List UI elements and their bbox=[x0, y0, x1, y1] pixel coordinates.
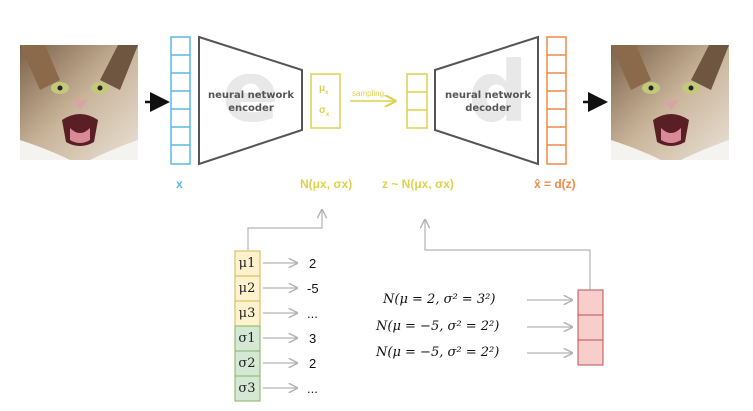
param-value-sigma1: 3 bbox=[309, 331, 317, 346]
param-value-sigma3: ... bbox=[307, 381, 318, 396]
param-value-mu1: 2 bbox=[309, 256, 317, 271]
param-symbol-mu1: μ1 bbox=[238, 256, 256, 271]
encoder-watermark-letter: e bbox=[222, 43, 279, 141]
encoder-trapezoid bbox=[198, 35, 303, 166]
param-value-mu3: ... bbox=[307, 306, 318, 321]
params-value-arrows bbox=[263, 263, 297, 388]
sigma-symbol: σx bbox=[319, 105, 330, 118]
output-cat-image bbox=[611, 45, 729, 160]
input-vector bbox=[170, 36, 191, 165]
params-connector bbox=[247, 210, 322, 250]
distribution-formula-3: N(μ = −5, σ² = 2²) bbox=[376, 345, 500, 360]
decoder-label: neural network decoder bbox=[443, 89, 533, 115]
param-value-mu2: -5 bbox=[307, 281, 319, 296]
distribution-formula-2: N(μ = −5, σ² = 2²) bbox=[376, 319, 500, 334]
z-sample-vector bbox=[577, 289, 604, 366]
distribution-label: N(μx, σx) bbox=[300, 177, 353, 191]
encoder-label-line2: encoder bbox=[228, 103, 274, 114]
distribution-formula-1: N(μ = 2, σ² = 3²) bbox=[383, 292, 496, 307]
param-symbol-mu2: μ2 bbox=[238, 281, 256, 296]
output-label: x̂ = d(z) bbox=[534, 177, 576, 191]
latent-z-vector bbox=[406, 73, 428, 129]
decoder-watermark-letter: d bbox=[468, 43, 529, 141]
param-symbol-mu3: μ3 bbox=[238, 306, 256, 321]
z-connector bbox=[425, 220, 591, 290]
distribution-arrows bbox=[527, 300, 572, 353]
z-label: z ~ N(μx, σx) bbox=[382, 177, 454, 191]
input-cat-image bbox=[20, 45, 138, 160]
decoder-label-line2: decoder bbox=[465, 103, 511, 114]
encoder-label: neural network encoder bbox=[206, 89, 296, 115]
param-symbol-sigma3: σ3 bbox=[238, 381, 256, 396]
input-label: x bbox=[176, 177, 183, 191]
param-symbol-sigma2: σ2 bbox=[238, 356, 256, 371]
decoder-trapezoid bbox=[434, 35, 539, 166]
param-symbol-sigma1: σ1 bbox=[238, 331, 256, 346]
output-vector bbox=[546, 36, 567, 165]
sampling-label: sampling bbox=[352, 89, 385, 98]
decoder-label-line1: neural network bbox=[445, 90, 531, 101]
latent-params-box bbox=[310, 73, 341, 129]
params-table bbox=[234, 250, 261, 402]
encoder-label-line1: neural network bbox=[208, 90, 294, 101]
param-value-sigma2: 2 bbox=[309, 356, 317, 371]
mu-symbol: μx bbox=[319, 83, 329, 96]
